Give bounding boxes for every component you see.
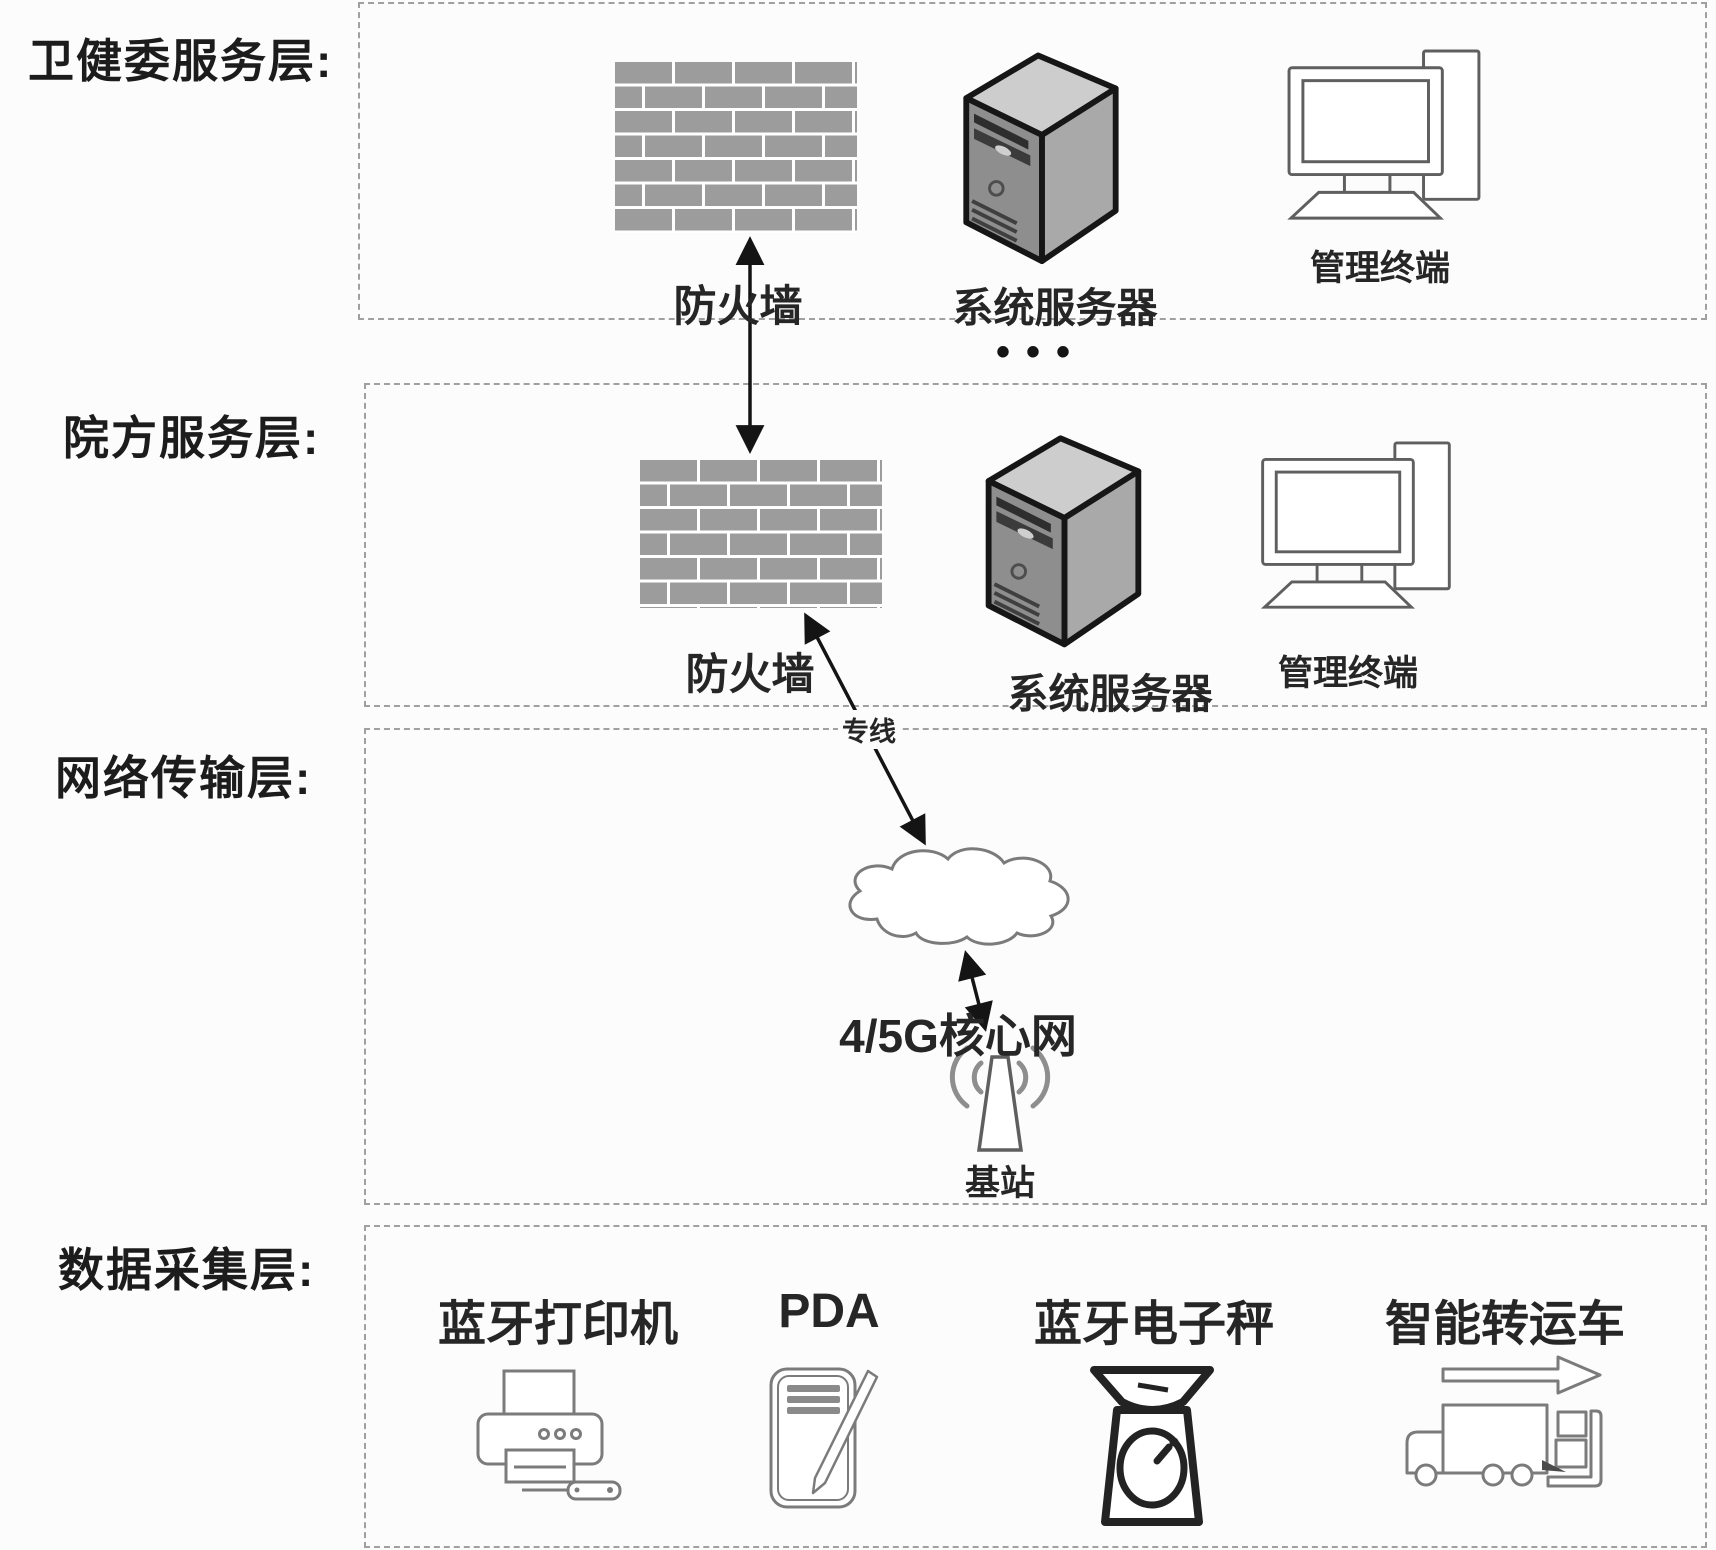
firewall-label: 防火墙 [685,651,815,699]
layer-1-title: 卫健委服务层: [28,35,334,87]
bluetooth-printer-icon [476,1369,622,1501]
terminal-label: 管理终端 [1309,249,1451,288]
base-station-icon [949,1045,1051,1152]
printer-label: 蓝牙打印机 [437,1298,679,1351]
server-label: 系统服务器 [1007,671,1213,717]
pda-icon [769,1367,879,1509]
firewall-icon-hospital [640,460,882,608]
firewall-label: 防火墙 [673,283,803,331]
layer-4-title: 数据采集层: [58,1244,316,1296]
terminal-icon-health-commission [1287,49,1481,220]
layer-3-title: 网络传输层: [55,752,313,804]
pda-label: PDA [778,1285,880,1338]
scale-label: 蓝牙电子秤 [1033,1298,1275,1351]
base-station-label: 基站 [964,1164,1036,1203]
layer-2-box [364,383,1707,707]
server-label: 系统服务器 [952,285,1158,331]
terminal-icon-hospital [1261,441,1451,609]
inter-layer-ellipsis: ••• [996,330,1087,374]
terminal-label: 管理终端 [1277,654,1419,693]
smart-transfer-truck-icon [1405,1355,1603,1488]
layer-4-box [364,1225,1707,1548]
layer-3-box [364,728,1707,1205]
cloud-icon [848,847,1070,946]
layer-1-box [358,2,1707,320]
server-icon-health-commission [950,38,1130,266]
firewall-icon-health-commission [615,62,857,233]
core-network-label: 4/5G核心网 [839,1010,1077,1062]
layer-2-title: 院方服务层: [63,412,321,464]
server-icon-hospital [975,420,1150,650]
dedicated-line-label: 专线 [838,710,900,749]
bluetooth-scale-icon [1090,1366,1214,1526]
truck-label: 智能转运车 [1384,1298,1626,1351]
